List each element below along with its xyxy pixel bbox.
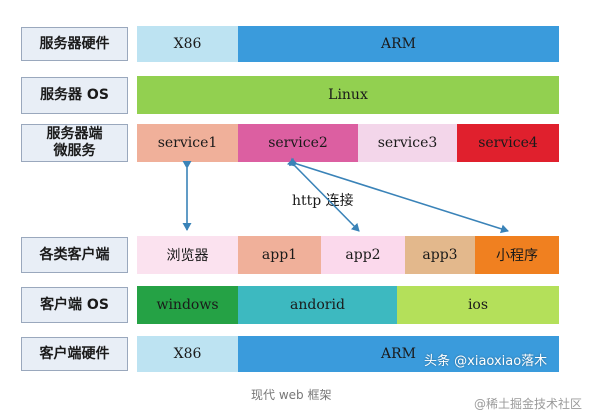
app1-block: app1 [238,236,321,274]
service3-block: service3 [358,124,457,162]
row-label-server-os: 服务器 OS [21,77,128,114]
http-connection-label: http 连接 [292,193,354,209]
miniprogram-block: 小程序 [475,236,559,274]
windows-block: windows [137,286,238,324]
app3-block: app3 [405,236,475,274]
client-arm-block: ARM [238,336,559,372]
row-label-server-hardware: 服务器硬件 [21,27,128,61]
ios-block: ios [397,286,559,324]
server-x86-block: X86 [137,26,238,62]
row-label-clients: 各类客户端 [21,237,128,273]
service2-block: service2 [238,124,358,162]
juejin-watermark: @稀土掘金技术社区 [474,397,583,411]
server-linux-block: Linux [137,76,559,114]
android-block: andorid [238,286,397,324]
figure-caption: 现代 web 框架 [251,388,332,402]
server-arm-block: ARM [238,26,559,62]
service1-block: service1 [137,124,238,162]
toutiao-watermark: 头条 @xiaoxiao落木 [424,354,548,369]
service4-block: service4 [457,124,559,162]
row-label-client-hardware: 客户端硬件 [21,337,128,371]
app2-block: app2 [321,236,405,274]
browser-block: 浏览器 [137,236,238,274]
client-x86-block: X86 [137,336,238,372]
row-label-server-microservices: 服务器端 微服务 [21,124,128,162]
row-label-client-os: 客户端 OS [21,287,128,323]
